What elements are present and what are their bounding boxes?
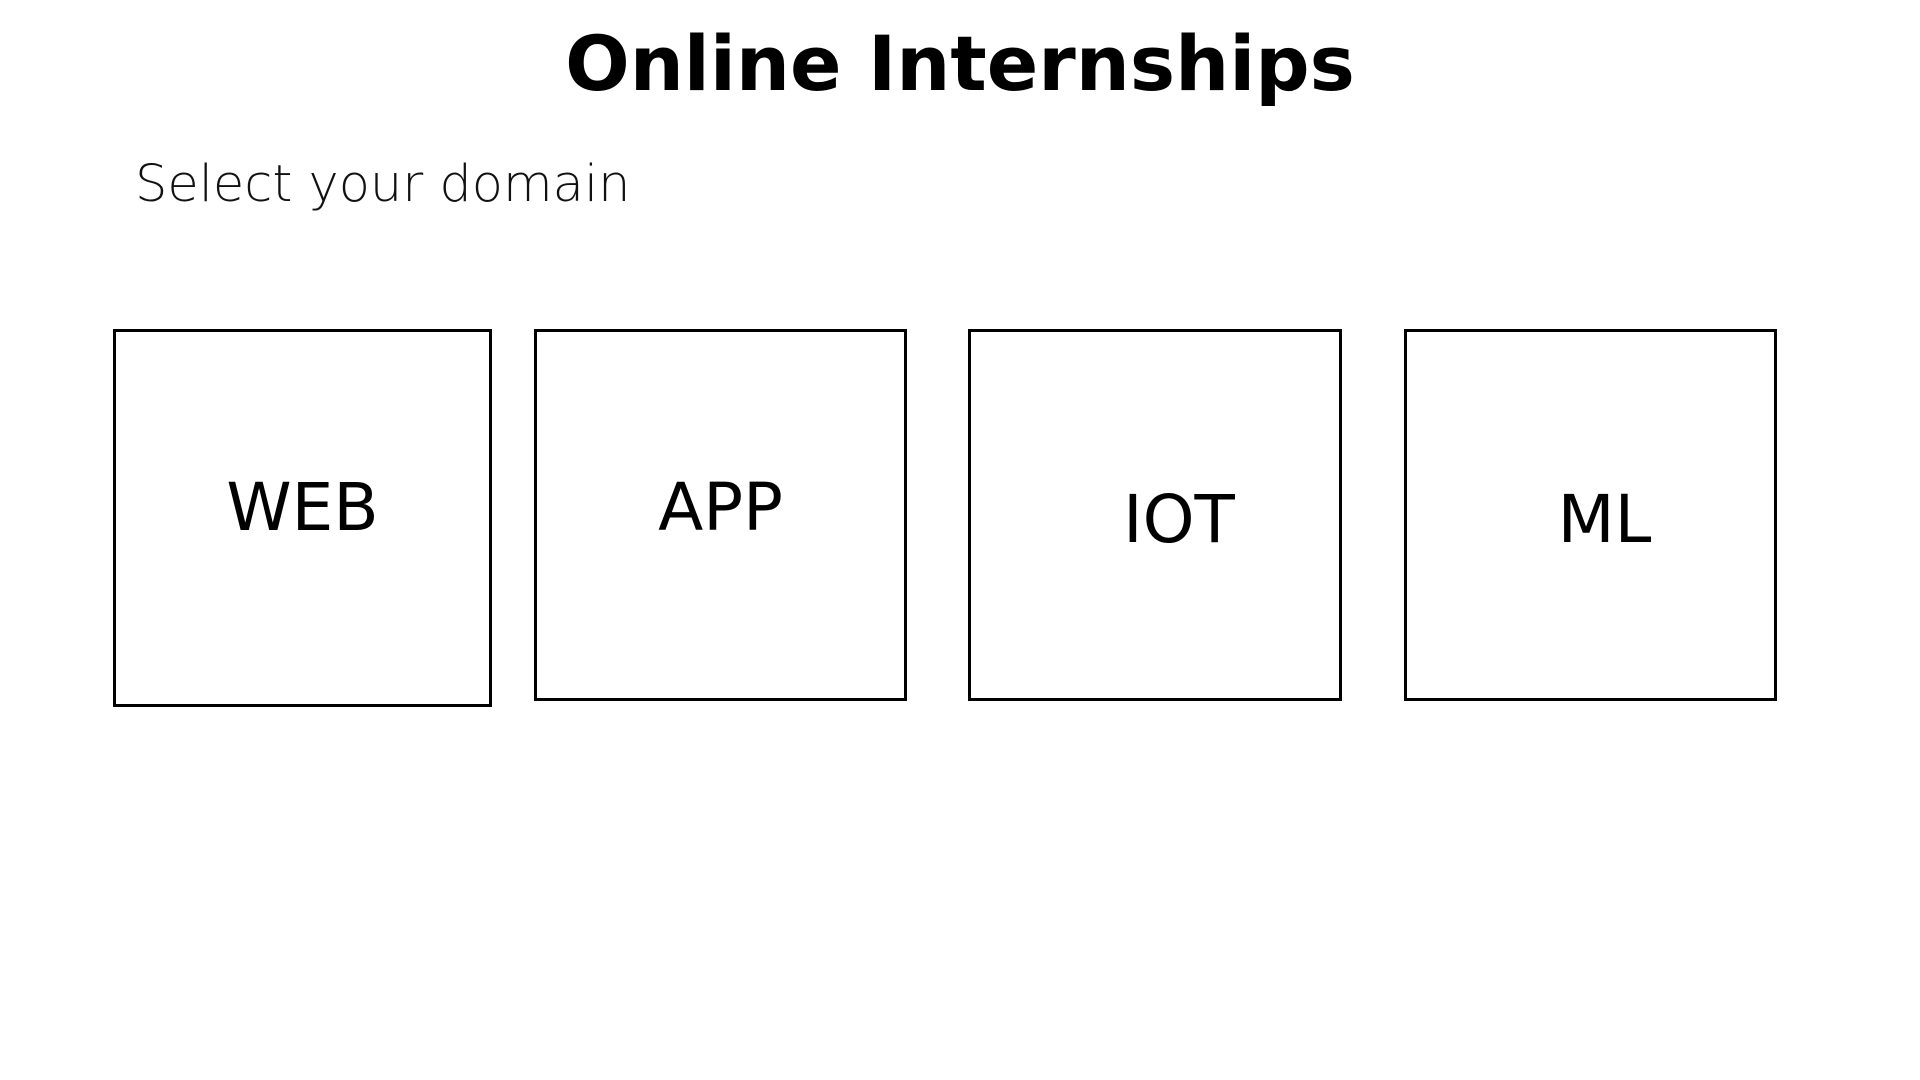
domain-card-label: ML [1557,481,1652,558]
domain-card-iot[interactable]: IOT [968,329,1342,701]
domain-card-label: APP [658,469,783,546]
domain-card-web[interactable]: WEB [113,329,492,707]
domain-card-ml[interactable]: ML [1404,329,1777,701]
select-domain-label: Select your domain [135,155,631,214]
domain-card-app[interactable]: APP [534,329,907,701]
page-title: Online Internships [565,19,1355,108]
domain-card-label: WEB [226,469,379,546]
domain-card-label: IOT [1123,481,1235,558]
